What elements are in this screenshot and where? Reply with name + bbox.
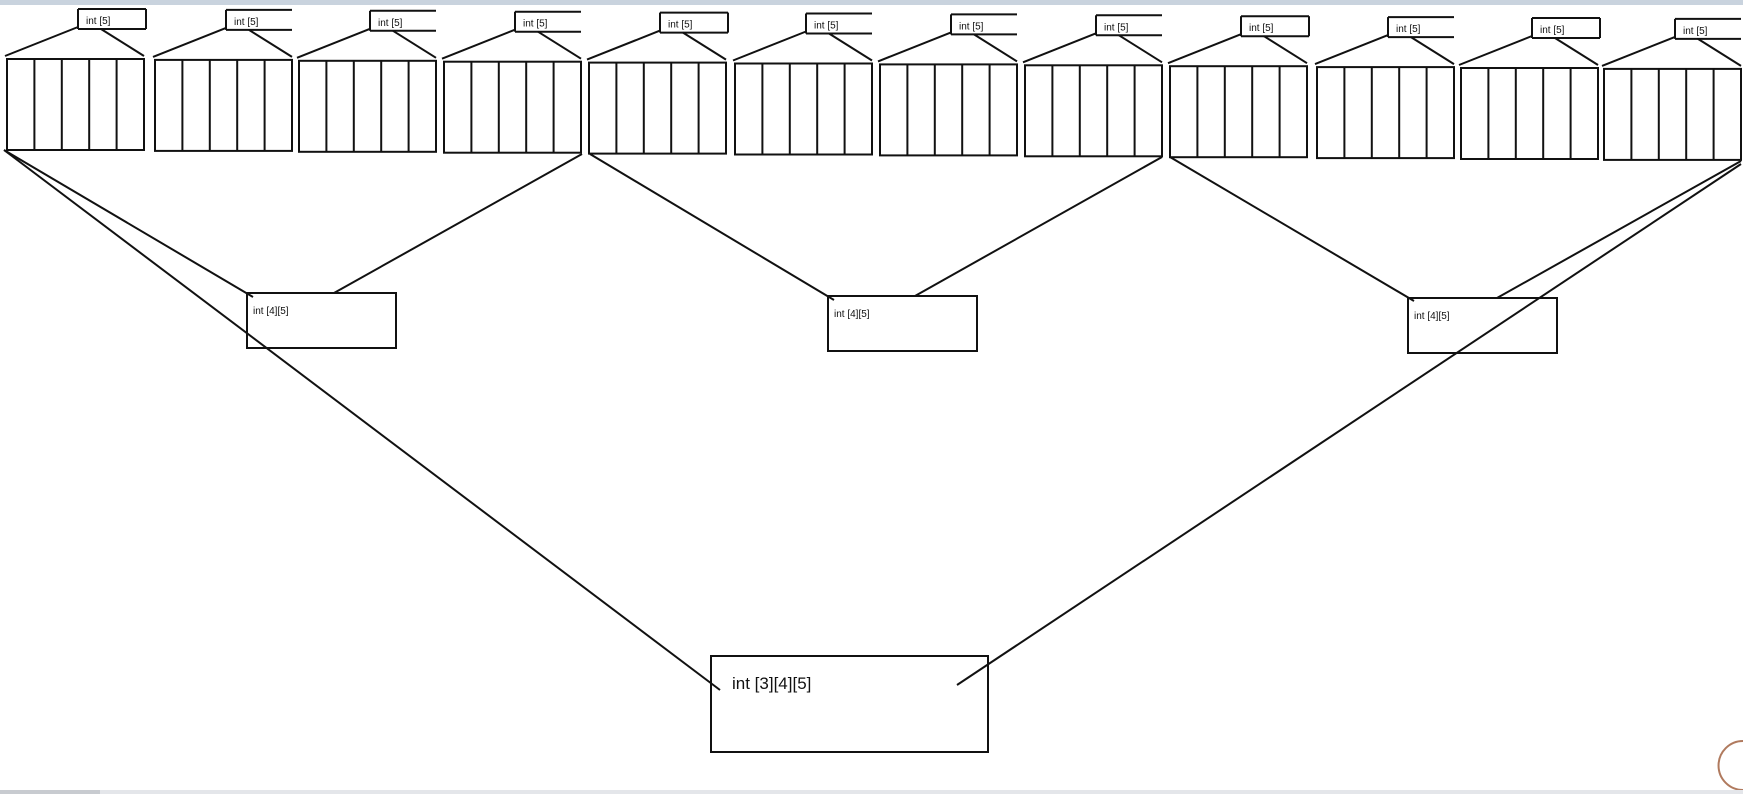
int45-box <box>1407 297 1558 354</box>
int5-array-7: int [5] <box>877 13 1018 157</box>
int5-array-8: int [5] <box>1022 14 1163 158</box>
connector-arrays1-4-to-mid1-left <box>3 149 254 298</box>
array-outline <box>588 61 727 155</box>
int345-array: int [3][4][5] <box>710 655 989 753</box>
roof-right <box>1263 35 1308 65</box>
int5-label: int [5] <box>959 21 984 32</box>
int5-label: int [5] <box>1540 25 1565 36</box>
int5-label: int [5] <box>1396 24 1421 35</box>
roof-left <box>1601 35 1676 67</box>
int5-label: int [5] <box>378 18 403 29</box>
int5-array-4: int [5] <box>441 10 582 154</box>
roof-left <box>441 28 516 60</box>
int5-array-2: int [5] <box>152 8 293 152</box>
window-top-edge <box>0 0 1743 5</box>
array-outline <box>443 60 582 154</box>
roof-left <box>877 31 952 63</box>
horizontal-scrollbar-thumb[interactable] <box>0 790 100 794</box>
connector-arrays9-12-to-mid3-left <box>1169 156 1415 302</box>
roof-left <box>1022 32 1097 64</box>
array-outline <box>1316 66 1455 160</box>
array-outline <box>154 58 293 152</box>
int45-label: int [4][5] <box>834 309 870 320</box>
int5-label: int [5] <box>86 16 111 27</box>
int345-label: int [3][4][5] <box>732 674 811 693</box>
int5-array-12: int [5] <box>1601 17 1742 161</box>
roof-left <box>1458 35 1533 66</box>
roof-right <box>828 32 873 62</box>
roof-left <box>1314 34 1389 66</box>
connector-arrays5-8-to-mid2-right <box>914 156 1163 297</box>
roof-left <box>1167 33 1242 65</box>
roof-left <box>732 30 807 62</box>
int5-label: int [5] <box>668 20 693 31</box>
int45-array-3: int [4][5] <box>1407 297 1558 354</box>
connector-arrays9-12-to-mid3-right <box>1496 160 1742 299</box>
int5-label: int [5] <box>1683 26 1708 37</box>
array-outline <box>734 62 873 156</box>
int5-label: int [5] <box>523 19 548 30</box>
int5-label: int [5] <box>814 21 839 32</box>
array-outline <box>879 63 1018 157</box>
int5-array-5: int [5] <box>586 11 729 155</box>
roof-right <box>973 33 1018 63</box>
roof-right <box>1697 38 1742 67</box>
int5-array-9: int [5] <box>1167 15 1310 159</box>
roof-right <box>1554 37 1599 66</box>
horizontal-scrollbar-track[interactable] <box>0 790 1743 794</box>
array-outline <box>1460 67 1599 160</box>
connector-arrays1-4-to-mid1-right <box>333 153 583 294</box>
array-outline <box>6 58 145 151</box>
int45-box <box>827 295 978 352</box>
int5-array-10: int [5] <box>1314 16 1455 160</box>
int5-array-1: int [5] <box>4 8 147 151</box>
array-outline <box>1169 65 1308 159</box>
roof-right <box>1118 34 1163 64</box>
int5-arrays-row: int [5] int [5] int [5] int [5] int [5] int [… <box>4 8 1742 161</box>
int45-array-2: int [4][5] <box>827 295 978 352</box>
roof-right <box>248 29 293 58</box>
root-array: int [3][4][5] <box>710 655 989 753</box>
roof-right <box>537 30 582 60</box>
roof-left <box>296 27 371 59</box>
int5-label: int [5] <box>1249 23 1274 34</box>
int5-array-3: int [5] <box>296 9 437 153</box>
array-outline <box>1024 64 1163 158</box>
roof-right <box>392 29 437 59</box>
edge-circle-fragment <box>1717 740 1743 791</box>
int45-array-1: int [4][5] <box>246 292 397 349</box>
roof-right <box>1410 36 1455 65</box>
int45-arrays-row: int [4][5] int [4][5] int [4][5] <box>246 292 1558 354</box>
int45-label: int [4][5] <box>1414 311 1450 322</box>
int45-box <box>246 292 397 349</box>
array-outline <box>298 59 437 153</box>
roof-left <box>586 29 661 61</box>
connector-root-left <box>3 149 721 691</box>
connector-lines <box>3 149 1743 791</box>
int5-label: int [5] <box>1104 22 1129 33</box>
int45-label: int [4][5] <box>253 306 289 317</box>
int5-array-6: int [5] <box>732 12 873 156</box>
int345-box <box>710 655 989 753</box>
int5-label: int [5] <box>234 17 259 28</box>
roof-right <box>100 28 145 57</box>
roof-left <box>152 26 227 58</box>
roof-left <box>4 26 79 57</box>
roof-right <box>682 31 727 61</box>
int5-array-11: int [5] <box>1458 17 1601 160</box>
connector-arrays5-8-to-mid2-left <box>589 153 835 301</box>
connector-root-right <box>956 163 1742 686</box>
array-outline <box>1603 67 1742 161</box>
